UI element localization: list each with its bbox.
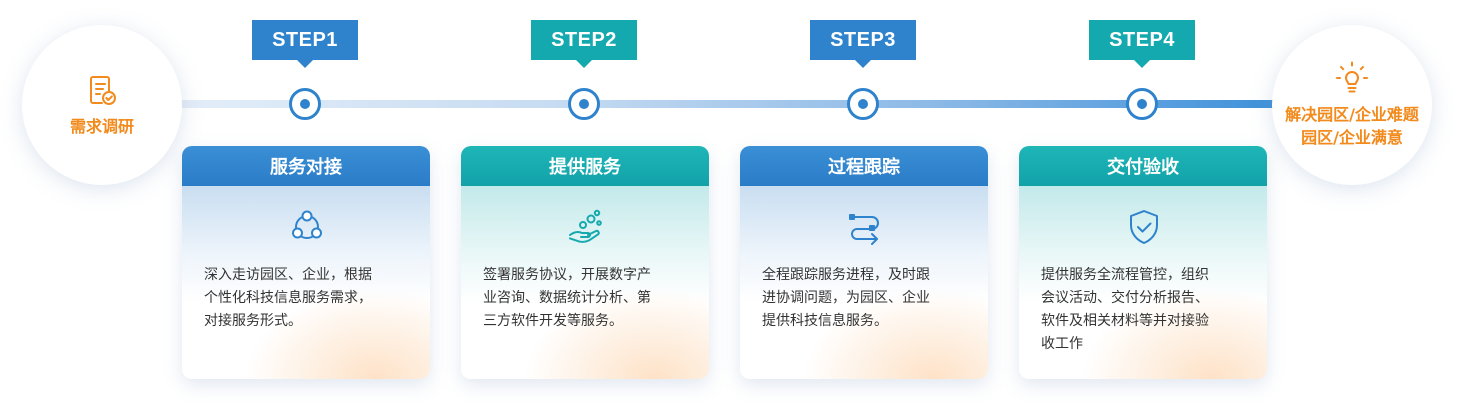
step2-badge: STEP2 (531, 20, 637, 68)
step1-desc-line: 个性化科技信息服务需求， (204, 290, 372, 306)
step2-card: 提供服务 签署服务协议，开展数字产 业咨询、数据统计分析、第 三方软件开发等服务… (461, 146, 709, 379)
step2-timeline-node (568, 88, 600, 120)
step1-description: 深入走访园区、企业，根据 个性化科技信息服务需求， 对接服务形式。 (204, 264, 414, 333)
step2-card-title: 提供服务 (461, 146, 709, 186)
document-check-icon (90, 75, 116, 105)
step4-card: 交付验收 提供服务全流程管控，组织 会议活动、交付分析报告、 软件及相关材料等并… (1019, 146, 1267, 379)
step2-description: 签署服务协议，开展数字产 业咨询、数据统计分析、第 三方软件开发等服务。 (483, 264, 693, 333)
step1-badge: STEP1 (252, 20, 358, 68)
step2-desc-line: 签署服务协议，开展数字产 (483, 267, 651, 283)
step4-badge: STEP4 (1089, 20, 1195, 68)
step3-card-body: 全程跟踪服务进程，及时跟 进协调问题，为园区、企业 提供科技信息服务。 (740, 186, 988, 379)
step3-card: 过程跟踪 全程跟踪服务进程，及时跟 进协调问题，为园区、企业 提供科技信息服务。 (740, 146, 988, 379)
end-label-line2: 园区/企业满意 (1301, 128, 1403, 147)
step2-desc-line: 三方软件开发等服务。 (483, 313, 623, 329)
step1-card: 服务对接 深入走访园区、企业，根据 个性化科技信息服务需求， 对接服务形式。 (182, 146, 430, 379)
step1-card-body: 深入走访园区、企业，根据 个性化科技信息服务需求， 对接服务形式。 (182, 186, 430, 379)
step3-card-title: 过程跟踪 (740, 146, 988, 186)
shield-check-icon (1130, 210, 1158, 244)
step4-desc-line: 会议活动、交付分析报告、 (1041, 290, 1209, 306)
step4-description: 提供服务全流程管控，组织 会议活动、交付分析报告、 软件及相关材料等并对接验 收… (1041, 264, 1251, 356)
step3-desc-line: 全程跟踪服务进程，及时跟 (762, 267, 930, 283)
step3-desc-line: 提供科技信息服务。 (762, 313, 888, 329)
step1-desc-line: 深入走访园区、企业，根据 (204, 267, 372, 283)
step4-desc-line: 软件及相关材料等并对接验 (1041, 313, 1209, 329)
step2-card-body: 签署服务协议，开展数字产 业咨询、数据统计分析、第 三方软件开发等服务。 (461, 186, 709, 379)
start-label: 需求调研 (69, 116, 134, 136)
end-label-line1: 解决园区/企业难题 (1285, 105, 1419, 124)
step1-desc-line: 对接服务形式。 (204, 313, 302, 329)
end-node-satisfaction: 解决园区/企业难题 园区/企业满意 (1272, 25, 1432, 185)
step2-desc-line: 业咨询、数据统计分析、第 (483, 290, 651, 306)
step3-description: 全程跟踪服务进程，及时跟 进协调问题，为园区、企业 提供科技信息服务。 (762, 264, 972, 333)
lightbulb-icon (1336, 61, 1368, 93)
step3-badge: STEP3 (810, 20, 916, 68)
step1-timeline-node (289, 88, 321, 120)
network-nodes-icon (292, 210, 322, 239)
start-node-requirement-research: 需求调研 (22, 25, 182, 185)
step4-desc-line: 提供服务全流程管控，组织 (1041, 267, 1209, 283)
step4-card-title: 交付验收 (1019, 146, 1267, 186)
step1-card-title: 服务对接 (182, 146, 430, 186)
hand-bubbles-icon (569, 209, 602, 243)
step4-card-body: 提供服务全流程管控，组织 会议活动、交付分析报告、 软件及相关材料等并对接验 收… (1019, 186, 1267, 379)
step3-desc-line: 进协调问题，为园区、企业 (762, 290, 930, 306)
step4-desc-line: 收工作 (1041, 336, 1083, 352)
step4-timeline-node (1126, 88, 1158, 120)
timeline-line (150, 100, 1290, 108)
step3-timeline-node (847, 88, 879, 120)
process-flow-icon (849, 214, 879, 245)
